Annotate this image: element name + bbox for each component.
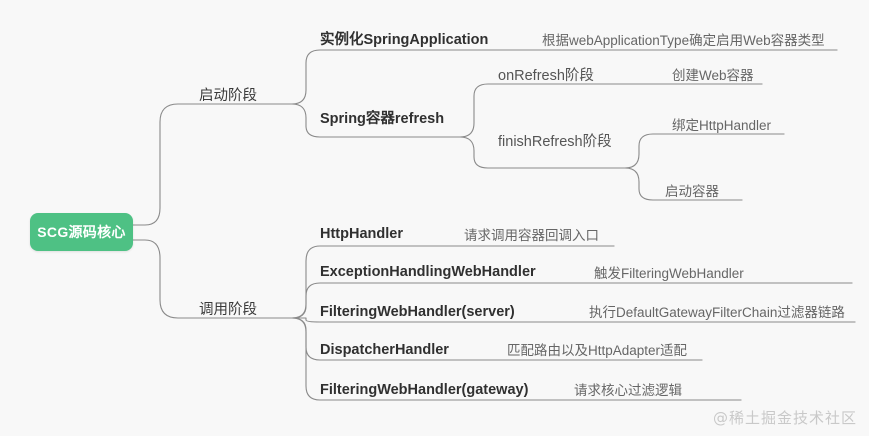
watermark: @稀土掘金技术社区 (712, 409, 857, 427)
node-httphandler[interactable]: HttpHandler (320, 226, 403, 242)
leaf-request-callback-entry[interactable]: 请求调用容器回调入口 (464, 228, 599, 243)
node-spring-container-refresh[interactable]: Spring容器refresh (320, 111, 445, 127)
leaf-webapplicationtype-desc[interactable]: 根据webApplicationType确定启用Web容器类型 (542, 33, 825, 48)
node-instantiate-springapplication[interactable]: 实例化SpringApplication (320, 32, 489, 48)
root-label: SCG源码核心 (37, 224, 126, 240)
node-filteringwebhandler-gateway[interactable]: FilteringWebHandler(gateway) (320, 382, 529, 398)
leaf-match-route-httpadapter[interactable]: 匹配路由以及HttpAdapter适配 (507, 343, 688, 358)
root-node[interactable]: SCG源码核心 (30, 213, 133, 251)
leaf-execute-defaultgatewayfilterchain[interactable]: 执行DefaultGatewayFilterChain过滤器链路 (589, 305, 845, 320)
leaf-core-filter-logic[interactable]: 请求核心过滤逻辑 (574, 383, 682, 398)
leaf-start-container[interactable]: 启动容器 (665, 184, 719, 199)
leaf-create-web-container[interactable]: 创建Web容器 (672, 68, 754, 83)
node-exceptionhandlingwebhandler[interactable]: ExceptionHandlingWebHandler (320, 264, 536, 280)
leaf-bind-httphandler[interactable]: 绑定HttpHandler (672, 118, 772, 133)
node-onrefresh-phase[interactable]: onRefresh阶段 (498, 68, 594, 84)
leaf-trigger-filteringwebhandler[interactable]: 触发FilteringWebHandler (594, 266, 744, 281)
node-filteringwebhandler-server[interactable]: FilteringWebHandler(server) (320, 304, 515, 320)
node-dispatcherhandler[interactable]: DispatcherHandler (320, 342, 449, 358)
edge-finishrefresh-to-bind (624, 133, 785, 169)
branch-label-invoke[interactable]: 调用阶段 (199, 302, 257, 318)
node-finishrefresh-phase[interactable]: finishRefresh阶段 (498, 134, 612, 150)
branch-label-startup[interactable]: 启动阶段 (199, 88, 257, 104)
edge-root-to-startup (132, 103, 293, 226)
